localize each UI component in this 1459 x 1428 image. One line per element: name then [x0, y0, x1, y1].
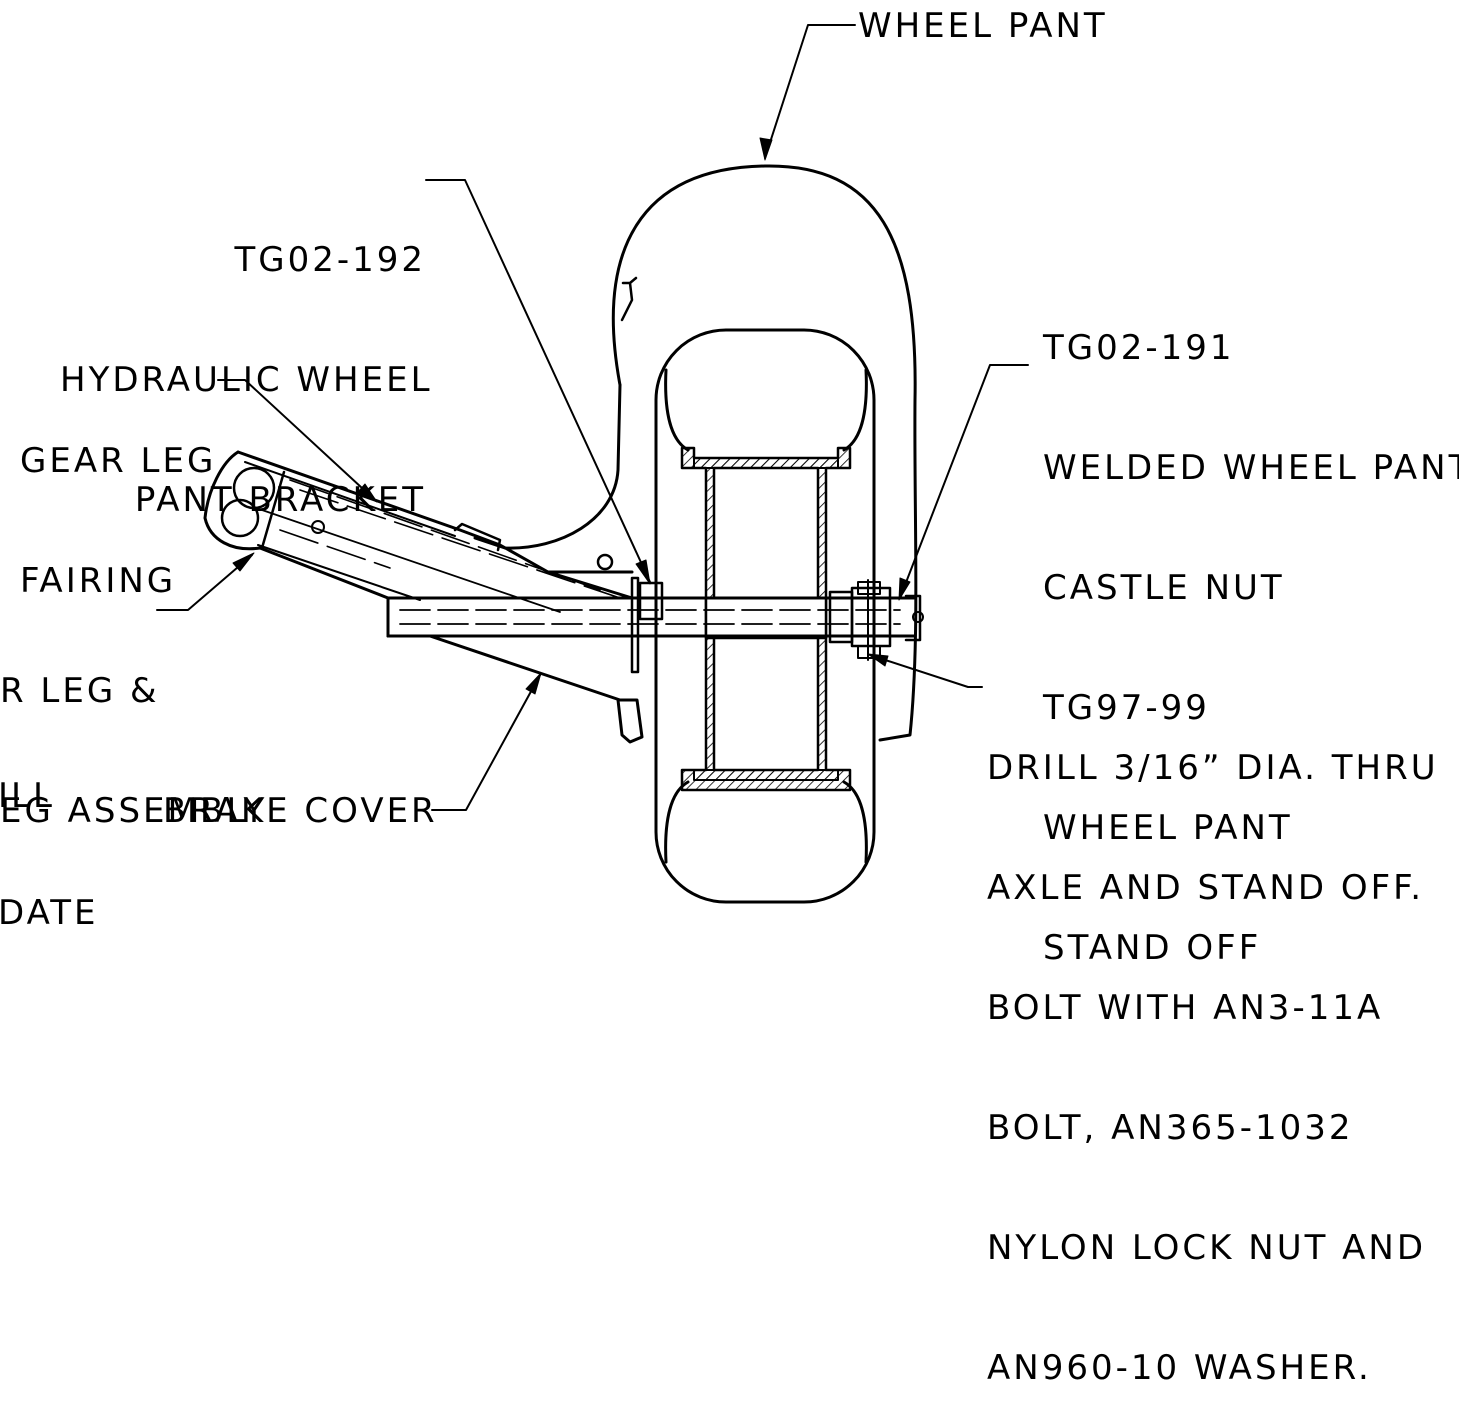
hydraulic-bracket-block: [640, 583, 662, 619]
wheel-hub-flange-bottom: [694, 770, 838, 780]
label-drill-line-6: AN960-10 WASHER.: [987, 1348, 1372, 1388]
leader-bracket: [426, 180, 650, 584]
wheel-pant-brake-edge: [618, 700, 642, 742]
leader-brake-cover: [432, 673, 541, 810]
axle-end-cap: [906, 596, 920, 640]
leader-castle-nut: [899, 365, 1028, 600]
label-drill-note: DRILL 3/16” DIA. THRU AXLE AND STAND OFF…: [987, 668, 1439, 1428]
wheel-pant-assembly-drawing: [0, 0, 1459, 909]
label-drill-line-3: BOLT WITH AN3-11A: [987, 988, 1384, 1028]
label-hydraulic-bracket: TG02-192 HYDRAULIC WHEEL PANT BRACKET: [60, 160, 433, 560]
label-drill-line-5: NYLON LOCK NUT AND: [987, 1228, 1427, 1268]
label-right-line-3: CASTLE NUT: [1043, 568, 1285, 608]
label-right-line-5: WHEEL PANT: [1043, 808, 1293, 848]
tire-upper-bead: [666, 370, 867, 450]
label-gear-leg-assembly: R LEG & EG ASSEMBLY: [0, 591, 268, 871]
hydraulic-bracket-plate: [632, 578, 638, 672]
gear-leg-rivet: [312, 521, 324, 533]
label-cut-off-left: ILL: [0, 776, 55, 816]
label-drill-line-4: BOLT, AN365-1032: [987, 1108, 1354, 1148]
label-cut-off-bottom: DATE: [0, 893, 99, 933]
wheel-pant-shell-lower-left: [475, 385, 620, 548]
label-gear-leg-assembly-line-1: R LEG &: [0, 671, 160, 711]
brake-cover: [388, 636, 636, 700]
tire-lower-bead: [666, 782, 867, 862]
gear-leg-fairing-inner: [245, 462, 455, 600]
axle-bearing-band: [706, 598, 826, 638]
label-brake-cover: BRAKE COVER: [163, 791, 438, 831]
label-bracket-line-2: HYDRAULIC WHEEL: [60, 360, 433, 400]
label-gear-leg-assembly-line-2: EG ASSEMBLY: [0, 791, 268, 831]
label-drill-line-2: AXLE AND STAND OFF.: [987, 868, 1425, 908]
axle-center-dashes: [400, 610, 900, 624]
gear-leg-end: [262, 472, 284, 548]
label-right-line-1: TG02-191: [1043, 328, 1235, 368]
bracket-bolt-head: [598, 555, 612, 569]
label-gear-leg-fairing-line-2: FAIRING: [20, 561, 177, 601]
fairing-tab: [455, 524, 500, 550]
label-gear-leg-fairing: GEAR LEG FAIRING: [20, 361, 216, 641]
axle-end-cap-bolt: [913, 612, 923, 622]
leader-gear-leg-fairing: [218, 380, 377, 502]
label-bracket-part-number: TG02-192: [234, 240, 426, 280]
wheel-hub-flange-top: [694, 458, 838, 468]
label-drill-line-1: DRILL 3/16” DIA. THRU: [987, 748, 1439, 788]
label-right-line-2: WELDED WHEEL PANT: [1043, 448, 1459, 488]
tire-outline: [656, 330, 874, 902]
leader-wheel-pant: [760, 25, 855, 160]
gear-leg-tube-lower: [222, 500, 258, 536]
label-right-line-4: TG97-99: [1043, 688, 1210, 728]
leader-drill-note: [868, 654, 982, 687]
wheel-pant-shell-lip: [622, 278, 636, 320]
axle: [388, 598, 914, 636]
label-wheel-pant: WHEEL PANT: [858, 6, 1108, 46]
gear-leg-stripes: [280, 480, 620, 598]
leader-gear-leg-assembly: [157, 553, 254, 610]
wheel-pant-shell: [613, 166, 916, 740]
label-bracket-line-3: PANT BRACKET: [134, 480, 426, 520]
label-gear-leg-fairing-line-1: GEAR LEG: [20, 441, 217, 481]
